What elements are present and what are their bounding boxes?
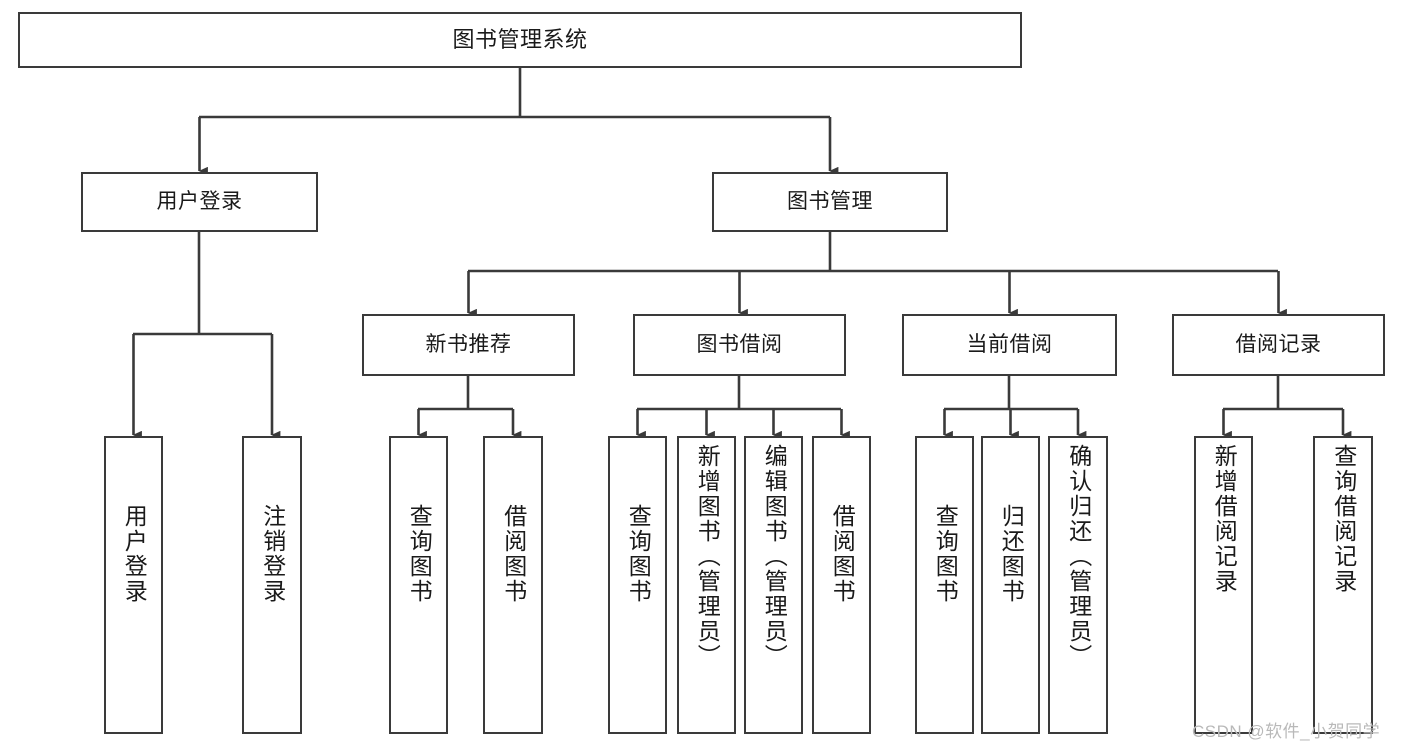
node-leaf-rc-add[interactable]: 新增借阅记录 — [1194, 436, 1253, 734]
node-leaf-nb-q[interactable]: 查询图书 — [389, 436, 448, 734]
node-label: 图书管理系统 — [452, 27, 588, 53]
node-records[interactable]: 借阅记录 — [1172, 314, 1385, 376]
node-label: 借阅图书 — [500, 504, 527, 604]
node-leaf-logout[interactable]: 注销登录 — [242, 436, 302, 734]
node-current[interactable]: 当前借阅 — [902, 314, 1117, 376]
node-label: 借阅记录 — [1235, 332, 1322, 356]
node-leaf-br-b[interactable]: 借阅图书 — [812, 436, 871, 734]
node-label: 用户登录 — [156, 189, 243, 213]
node-leaf-cu-r[interactable]: 归还图书 — [981, 436, 1040, 734]
node-leaf-cu-q[interactable]: 查询图书 — [915, 436, 974, 734]
node-label: 查询图书 — [406, 504, 433, 604]
node-label: 新书推荐 — [425, 332, 512, 356]
node-label: 新增借阅记录 — [1211, 444, 1238, 594]
node-label: 归还图书 — [998, 504, 1025, 604]
node-label: 新增图书（管理员） — [694, 444, 721, 669]
node-label: 用户登录 — [121, 504, 148, 604]
node-label: 借阅图书 — [829, 504, 856, 604]
node-leaf-nb-b[interactable]: 借阅图书 — [483, 436, 543, 734]
node-leaf-br-add[interactable]: 新增图书（管理员） — [677, 436, 736, 734]
node-label: 注销登录 — [259, 504, 286, 604]
node-label: 当前借阅 — [966, 332, 1053, 356]
node-leaf-br-q[interactable]: 查询图书 — [608, 436, 667, 734]
node-leaf-login[interactable]: 用户登录 — [104, 436, 163, 734]
node-bookmgmt[interactable]: 图书管理 — [712, 172, 948, 232]
node-leaf-rc-q[interactable]: 查询借阅记录 — [1313, 436, 1373, 734]
node-label: 查询借阅记录 — [1330, 444, 1357, 594]
node-borrow[interactable]: 图书借阅 — [633, 314, 846, 376]
csdn-watermark: CSDN @软件_小贺同学 — [1192, 722, 1381, 741]
node-label: 确认归还（管理员） — [1065, 444, 1092, 669]
node-label: 图书借阅 — [696, 332, 783, 356]
node-label: 图书管理 — [787, 189, 873, 213]
node-newbooks[interactable]: 新书推荐 — [362, 314, 575, 376]
node-label: 编辑图书（管理员） — [761, 444, 788, 669]
node-root[interactable]: 图书管理系统 — [18, 12, 1022, 68]
node-login[interactable]: 用户登录 — [81, 172, 318, 232]
node-leaf-br-ed[interactable]: 编辑图书（管理员） — [744, 436, 803, 734]
node-label: 查询图书 — [932, 504, 959, 604]
node-leaf-cu-c[interactable]: 确认归还（管理员） — [1048, 436, 1108, 734]
node-label: 查询图书 — [625, 504, 652, 604]
